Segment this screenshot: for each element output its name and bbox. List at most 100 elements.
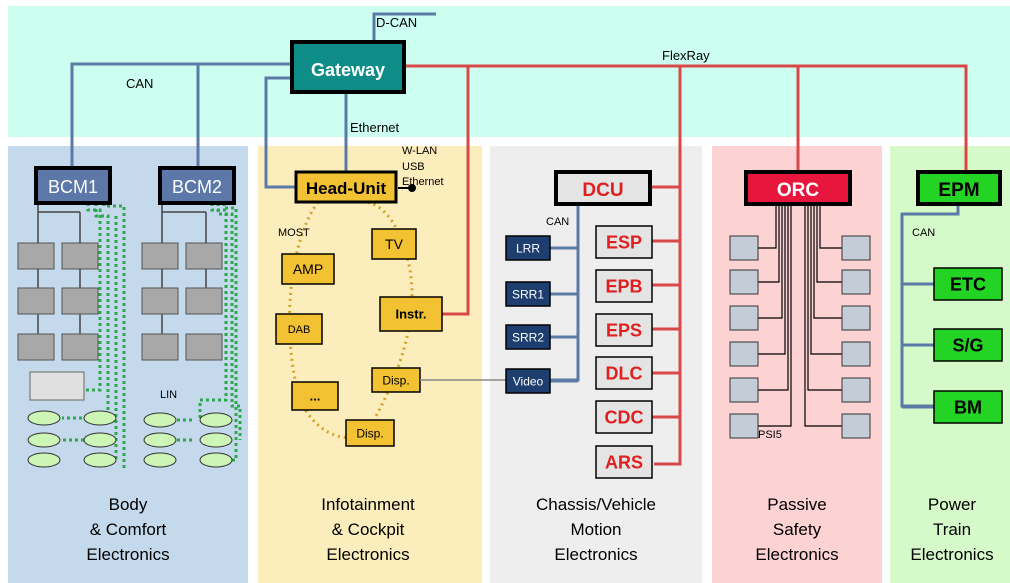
lin-sensor[interactable] (199, 452, 233, 468)
psi5-wire-right (807, 204, 842, 391)
usb-label: USB (402, 161, 425, 173)
body-ecu-box[interactable] (185, 242, 223, 270)
instr-node[interactable] (379, 296, 443, 332)
disp-node-1[interactable] (371, 367, 421, 393)
ecu-node-esp-label: ESP (606, 232, 642, 252)
epm-node[interactable] (916, 170, 1002, 206)
body-ecu-box[interactable] (61, 287, 99, 315)
lin-sensor[interactable] (27, 410, 61, 426)
ecu-node-ars-label: ARS (605, 452, 643, 472)
lin-sensor[interactable] (83, 452, 117, 468)
chassis-can-label: CAN (546, 216, 569, 228)
psi5-wire-left (758, 204, 786, 355)
body-domain-panel (8, 146, 248, 583)
psi5-wire-right (816, 204, 842, 283)
lin-sensor[interactable] (199, 412, 233, 428)
ecu-node-cdc[interactable] (595, 400, 653, 434)
psi5-wire-right (813, 204, 842, 319)
body-title-3: Electronics (86, 545, 169, 564)
power-ecu-etc[interactable] (933, 267, 1003, 301)
sensor-node-lrr[interactable] (505, 235, 551, 261)
lin-sensor[interactable] (143, 412, 177, 428)
psi5-wire-right (810, 204, 842, 355)
body-module-box[interactable] (29, 371, 85, 401)
power-ecu-sg[interactable] (933, 328, 1003, 362)
body-ecu-box[interactable] (141, 242, 179, 270)
disp-node-2[interactable] (345, 419, 395, 447)
flexray-line (404, 64, 968, 170)
headunit-port-icon (408, 184, 416, 192)
more-node[interactable] (291, 381, 339, 411)
body-ecu-box[interactable] (141, 333, 179, 361)
dcan-label: D-CAN (376, 15, 417, 30)
safety-sensor-box[interactable] (841, 377, 871, 403)
amp-node[interactable] (281, 253, 335, 285)
safety-sensor-box[interactable] (729, 341, 759, 367)
ecu-node-esp[interactable] (595, 225, 653, 259)
safety-sensor-box[interactable] (729, 269, 759, 295)
body-ecu-box[interactable] (185, 333, 223, 361)
lin-label: LIN (160, 389, 177, 401)
ecu-node-epb[interactable] (595, 269, 653, 303)
flexray-label: FlexRay (662, 48, 710, 63)
safety-sensor-box[interactable] (729, 413, 759, 439)
body-ecu-box[interactable] (17, 287, 55, 315)
body-title-2: & Comfort (90, 520, 167, 539)
safety-domain: ORC PSI5 Passive Safety Electronics (729, 170, 871, 564)
bcm1-node[interactable] (34, 166, 112, 205)
safety-sensor-box[interactable] (729, 377, 759, 403)
lin-sensor[interactable] (27, 452, 61, 468)
psi5-wire-left (758, 204, 780, 283)
safety-title-3: Electronics (755, 545, 838, 564)
safety-title-1: Passive (767, 495, 827, 514)
lin-sensor[interactable] (143, 432, 177, 448)
sensor-node-srr2-label: SRR2 (512, 330, 544, 344)
dcu-node[interactable] (554, 170, 652, 206)
safety-sensor-box[interactable] (729, 305, 759, 331)
psi5-wire-left (758, 204, 783, 319)
ecu-node-dlc-label: DLC (606, 363, 643, 383)
lin-sensor[interactable] (143, 452, 177, 468)
tv-node[interactable] (371, 228, 417, 260)
infotainment-domain: W-LAN USB Ethernet Head-Unit MOST TVAMPD… (275, 145, 444, 564)
lin-sensor[interactable] (83, 432, 117, 448)
safety-sensor-box[interactable] (841, 413, 871, 439)
ecu-node-eps[interactable] (595, 313, 653, 347)
power-title-3: Electronics (910, 545, 993, 564)
safety-sensor-box[interactable] (841, 305, 871, 331)
sensor-node-srr1[interactable] (505, 281, 551, 307)
safety-title-2: Safety (773, 520, 822, 539)
disp-node-2-label: Disp. (356, 426, 383, 440)
safety-sensor-box[interactable] (729, 235, 759, 261)
psi5-wire-left (758, 204, 792, 427)
lin-sensor[interactable] (27, 432, 61, 448)
body-ecu-box[interactable] (17, 333, 55, 361)
body-ecu-box[interactable] (17, 242, 55, 270)
body-ecu-box[interactable] (61, 242, 99, 270)
headunit-node[interactable] (294, 170, 398, 204)
safety-sensor-box[interactable] (841, 269, 871, 295)
body-ecu-box[interactable] (185, 287, 223, 315)
gateway-label: Gateway (311, 60, 385, 80)
bcm2-node[interactable] (158, 166, 236, 205)
orc-node[interactable] (744, 170, 852, 206)
power-ecu-bm[interactable] (933, 390, 1003, 424)
backbone-band (8, 6, 1010, 137)
lin-sensor[interactable] (199, 432, 233, 448)
body-ecu-box[interactable] (61, 333, 99, 361)
power-can-label: CAN (912, 227, 935, 239)
safety-sensor-box[interactable] (841, 341, 871, 367)
gateway-node[interactable] (290, 40, 406, 94)
psi5-label: PSI5 (758, 429, 782, 441)
safety-sensor-box[interactable] (841, 235, 871, 261)
can-line-headunit (264, 76, 296, 189)
lin-sensor[interactable] (83, 410, 117, 426)
sensor-node-video[interactable] (505, 368, 551, 394)
sensor-node-srr2[interactable] (505, 324, 551, 350)
body-ecu-box[interactable] (141, 287, 179, 315)
power-title-1: Power (928, 495, 977, 514)
amp-node-label: AMP (293, 261, 323, 277)
ecu-node-dlc[interactable] (595, 356, 653, 390)
ecu-node-ars[interactable] (595, 445, 653, 479)
dab-node[interactable] (275, 313, 323, 345)
